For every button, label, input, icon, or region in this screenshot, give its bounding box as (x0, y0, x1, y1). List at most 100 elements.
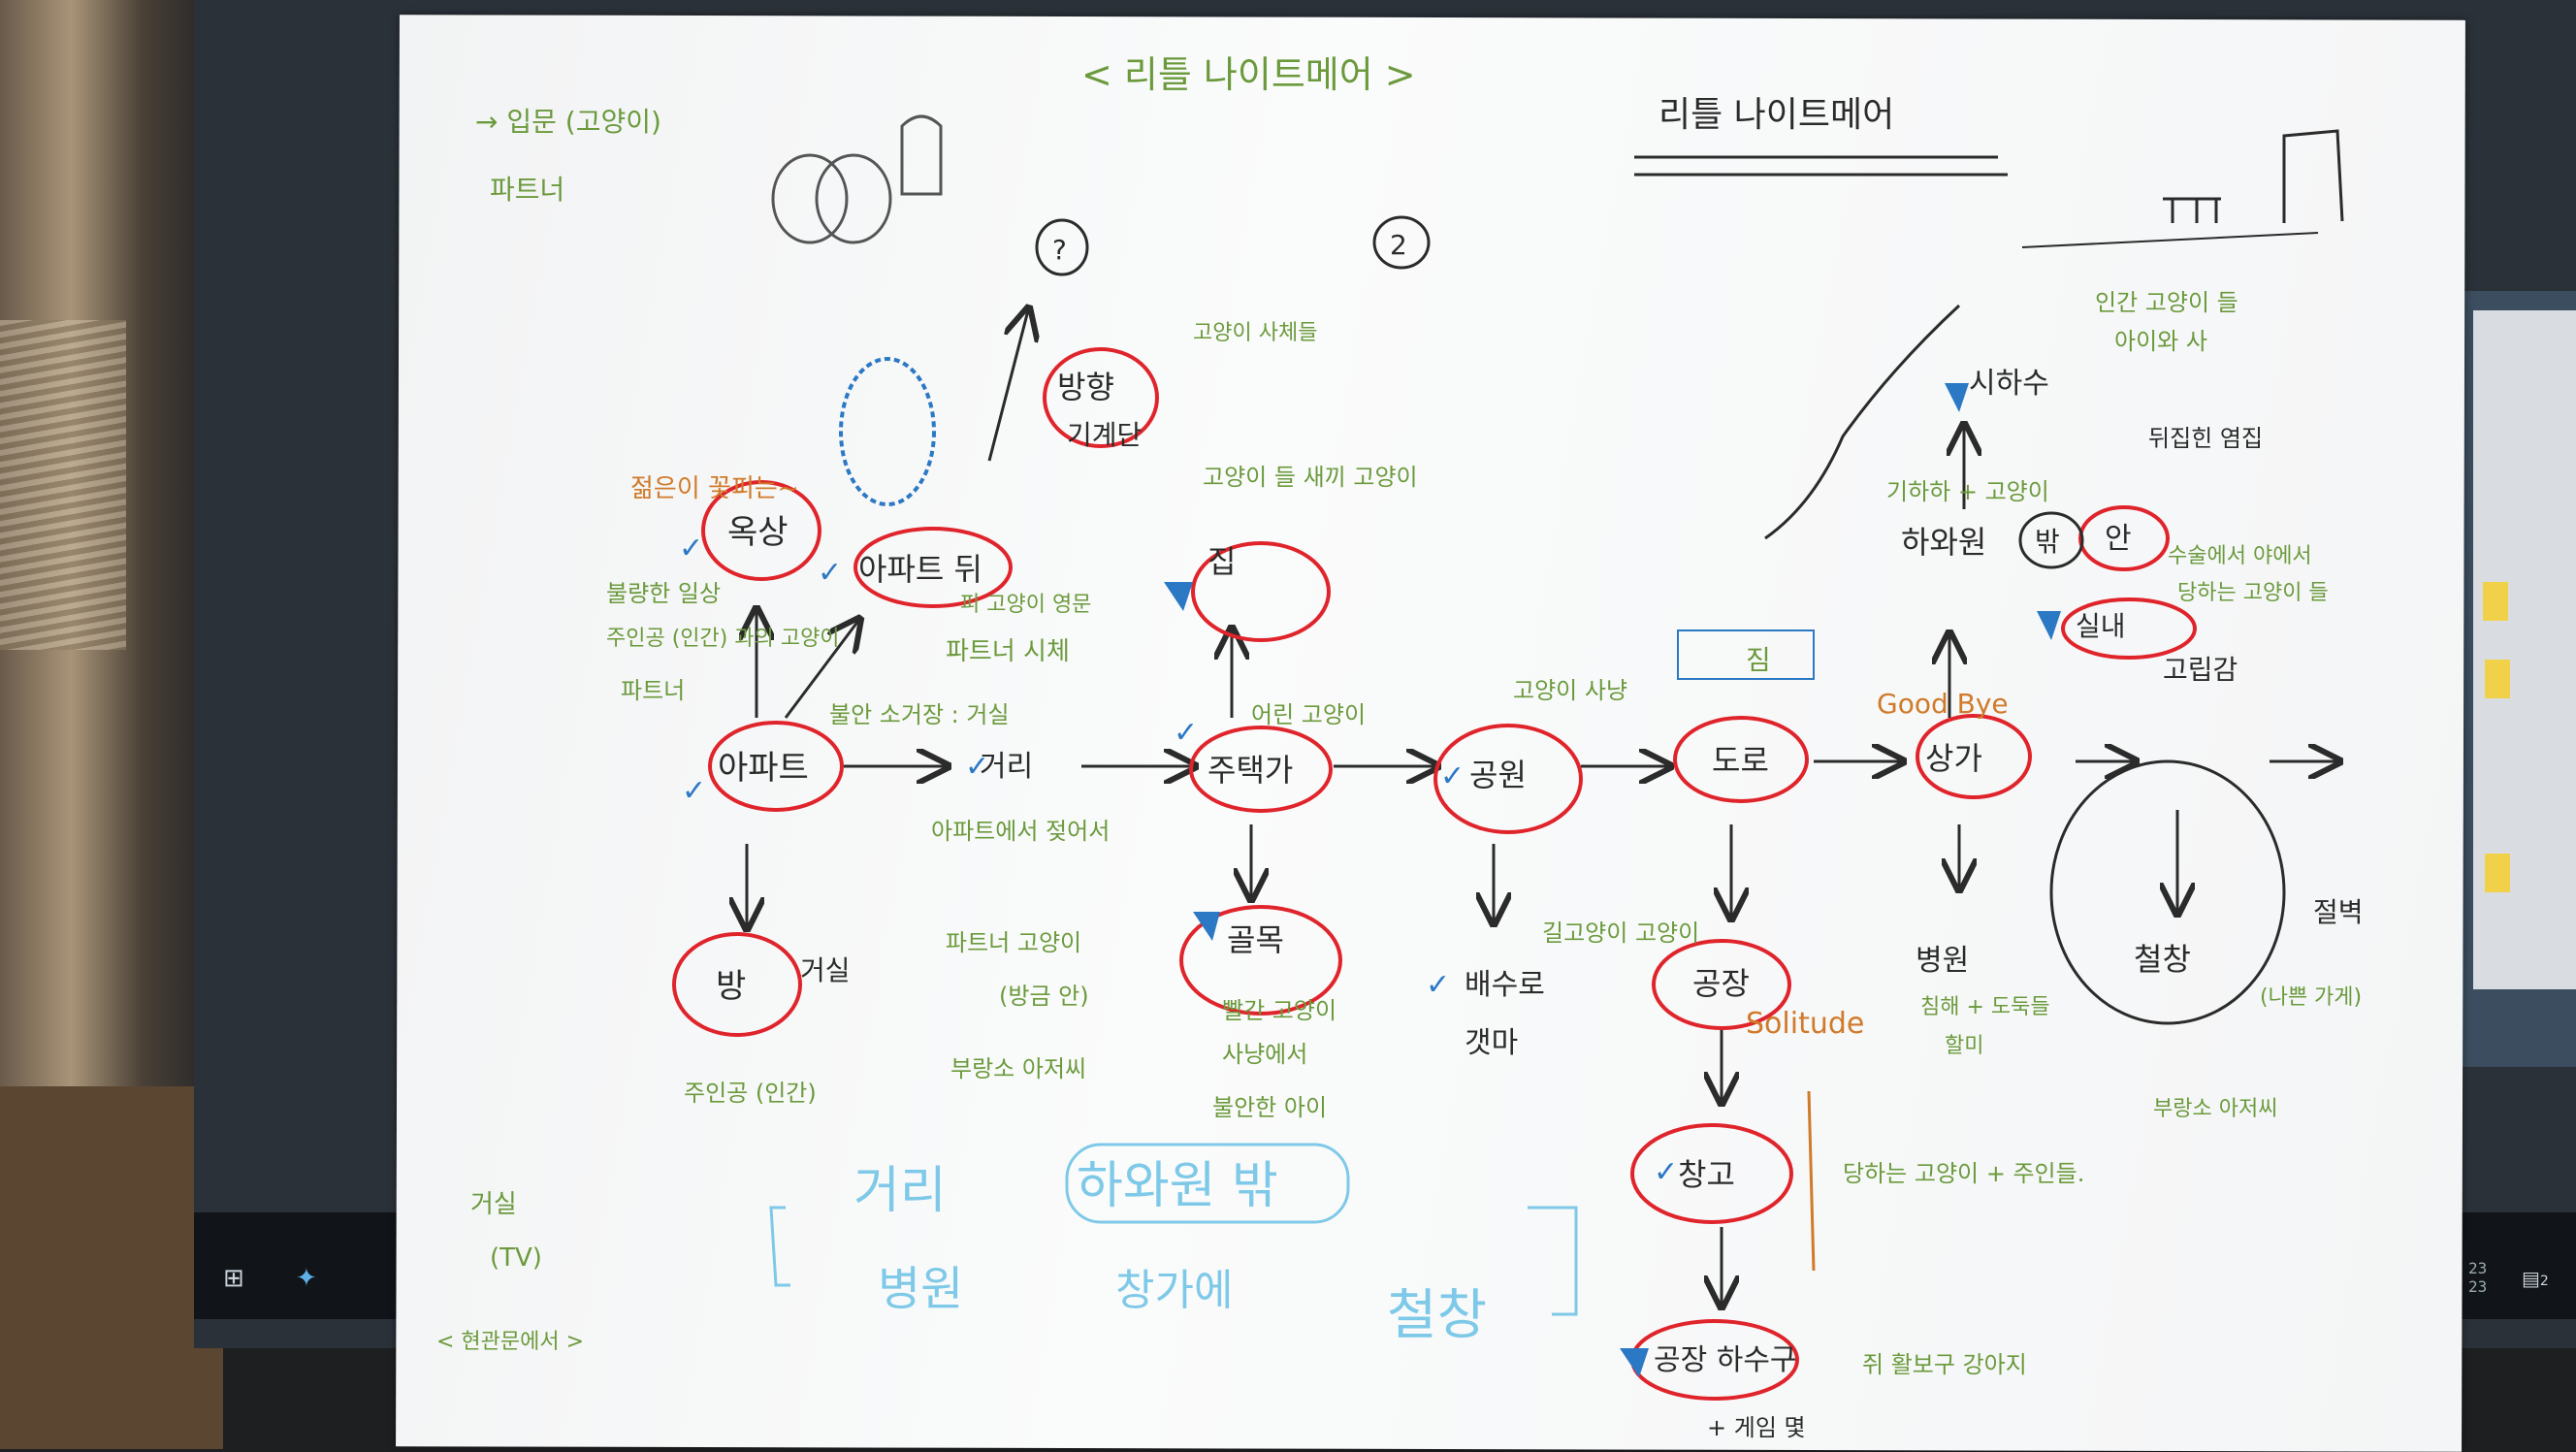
note-shop2: 아이와 사 (2114, 328, 2207, 355)
note-shop6: 당하는 고양이 들 (2177, 581, 2329, 605)
note-park: 고양이 사냥 (1513, 677, 1627, 704)
curved-path-line (1764, 304, 1961, 540)
note-rooftop-left3: 파트너 (621, 677, 685, 704)
check-icon: ✓ (1174, 716, 1198, 750)
note-apt-back: 파트너 시체 (946, 637, 1070, 666)
node-circle-apartment (708, 721, 844, 812)
node-steel: 철창 (2134, 941, 2191, 978)
note-good-bye: Good Bye (1877, 688, 2009, 720)
note-rooftop-top: 젊은이 꽃피는~ (630, 474, 799, 503)
title-green: < 리틀 나이트메어 > (1081, 53, 1416, 96)
note-apt: 불안 소거장 : 거실 (829, 701, 1010, 728)
bookmark-icon (1620, 1348, 1649, 1377)
node-factory-exit: 공장 하수구 (1654, 1343, 1797, 1377)
node-circle-factory (1652, 939, 1791, 1030)
node-house-top: 집 (1208, 543, 1236, 580)
arrow-to-question (987, 310, 1028, 462)
bookmark-icon (1164, 582, 1193, 611)
background-desk (0, 1086, 223, 1449)
note-hospital: 침해 + 도둑들 (1920, 995, 2050, 1019)
sketch-circle-icon (815, 153, 892, 244)
node-inside: 안 (2105, 522, 2132, 556)
node-direction: 방향 (1057, 369, 1114, 405)
summary-line1-a: 거리 (853, 1162, 947, 1220)
node-road: 도로 (1712, 742, 1769, 779)
note-alley3: 불안한 아이 (1212, 1094, 1327, 1121)
hall-label: 짐 (1746, 644, 1771, 676)
cliff-area-circle (2049, 759, 2286, 1025)
note-road2: 고양이 사체들 (1193, 321, 1317, 345)
summary-highlight-box (1065, 1143, 1350, 1224)
top-note-2: 파트너 (490, 174, 564, 206)
node-rooftop: 옥상 (727, 513, 789, 552)
note-factory-exit2: + 게임 몇 (1707, 1414, 1806, 1441)
node-apartment: 아파트 (718, 749, 809, 788)
note-factory-exit: 쥐 활보구 강아지 (1862, 1351, 2027, 1378)
node-circle-apt-back (853, 527, 1013, 608)
hall-label-box (1677, 629, 1815, 680)
node-circle-alley (1179, 905, 1342, 1016)
tombstone-sketch-icon (900, 114, 943, 196)
taskbar-clock[interactable]: 23 23 (2468, 1259, 2527, 1296)
notification-icon[interactable]: ▤2 (2522, 1267, 2549, 1290)
note-house: 고양이 들 새끼 고양이 (1203, 464, 1418, 491)
node-circle-room (672, 932, 802, 1037)
node-factory: 공장 (1692, 965, 1750, 1002)
question-marker: ? (1052, 234, 1067, 266)
clock-line-2: 23 (2468, 1277, 2488, 1296)
bookmark-icon (2037, 611, 2061, 640)
note-solitude: Solitude (1746, 1007, 1864, 1041)
bird-app-icon[interactable]: ✦ (296, 1264, 317, 1293)
bookmark-icon (1945, 383, 1969, 412)
summary-line2-b: 창가에 (1115, 1266, 1233, 1315)
note-cliff: 고립감 (2163, 654, 2238, 686)
check-icon: ✓ (818, 556, 842, 590)
note-shop4: 뒤집힌 염집 (2148, 425, 2263, 452)
bookmark-icon (1193, 912, 1220, 941)
node-circle-direction (1043, 347, 1159, 448)
node-circle-park (1433, 724, 1583, 834)
note-shop: 인간 고양이 들 (2095, 289, 2238, 316)
note-bottom-left: < 현관문에서 > (436, 1330, 584, 1354)
node-hospital: 병원 (1916, 944, 1969, 978)
node-alley: 골목 (1227, 921, 1284, 958)
note-tv: (TV) (490, 1243, 542, 1273)
node-room: 방 (716, 967, 746, 1006)
summary-line2-c: 철창 (1387, 1284, 1487, 1347)
node-shop: 상가 (1925, 740, 1982, 777)
node-circle-road (1673, 716, 1809, 803)
note-alley: 빨간 고양이 (1222, 997, 1336, 1024)
node-circle-rooftop (701, 480, 821, 581)
note-street4: 부랑소 아저씨 (950, 1055, 1086, 1082)
node-circle-room2 (2061, 597, 2197, 660)
check-icon: ✓ (1440, 759, 1465, 793)
title-black: 리틀 나이트메어 (1658, 95, 1894, 135)
check-icon: ✓ (1654, 1155, 1678, 1189)
check-icon: ✓ (1426, 968, 1450, 1002)
summary-bracket-left (769, 1206, 790, 1287)
note-alley2: 사냥에서 (1222, 1041, 1307, 1068)
note-street2: 파트너 고양이 (946, 929, 1081, 956)
note-living: 거실 (470, 1190, 517, 1219)
check-icon: ✓ (682, 774, 706, 808)
top-note-1: → 입문 (고양이) (475, 106, 661, 138)
marker-2: 2 (1390, 229, 1407, 261)
note-road: 길고양이 고양이 (1542, 920, 1699, 947)
orange-timeline-line (1807, 1090, 1816, 1272)
note-warehouse: 당하는 고양이 + 주인들. (1843, 1160, 2084, 1187)
note-street: 아파트에서 젖어서 (931, 818, 1110, 845)
note-shop5: 수술에서 야에서 (2168, 544, 2312, 568)
arrow-apt-back (784, 621, 858, 719)
sticky-note (2485, 854, 2510, 892)
note-shop3: 기하하 + 고양이 (1886, 478, 2049, 505)
node-street: 거리 (980, 750, 1033, 784)
node-apt-back: 아파트 뒤 (858, 551, 982, 588)
windows-icon[interactable]: ⊞ (223, 1264, 244, 1293)
note-house2: 어린 고양이 (1251, 701, 1366, 728)
node-circle-house (1189, 726, 1333, 813)
door-sketch-icon (2282, 129, 2344, 223)
summary-line1-b: 하와원 밖 (1077, 1157, 1278, 1215)
node-room-side: 거실 (800, 954, 851, 986)
node-park-sub: 배수로 (1465, 968, 1545, 1002)
note-main-protag: 주인공 (인간) (684, 1080, 817, 1107)
